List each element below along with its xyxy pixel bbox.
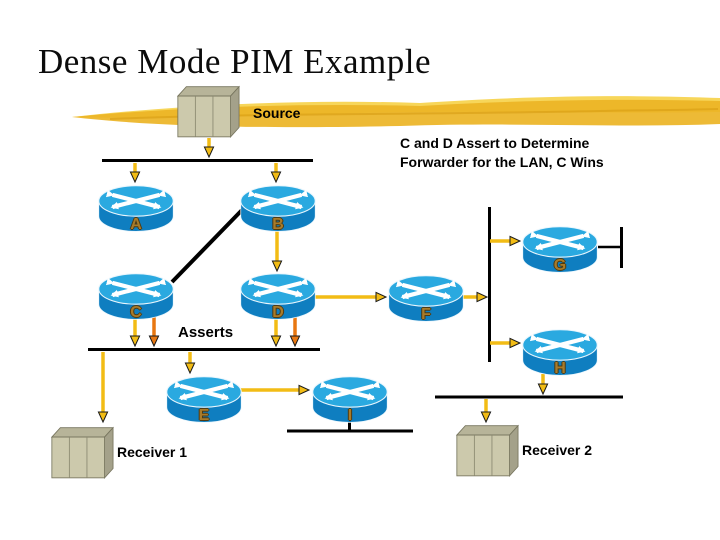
receiver1-host-icon <box>51 427 114 479</box>
arrow-lan-to-a <box>129 163 141 184</box>
arrow-lan-to-b <box>270 163 282 184</box>
router-i-label: I <box>347 407 353 424</box>
arrow-link-to-h <box>490 337 522 349</box>
router-h-label: H <box>554 360 566 377</box>
router-g-label: G <box>553 257 567 274</box>
receiver2-label: Receiver 2 <box>522 442 593 458</box>
arrow-d-to-f <box>313 291 388 303</box>
router-b-label: B <box>272 216 284 233</box>
router-d-label: D <box>272 304 284 321</box>
arrow-b-to-d <box>271 229 283 273</box>
source-label: Source <box>253 105 301 121</box>
annotation-text: C and D Assert to Determine Forwarder fo… <box>400 134 604 172</box>
arrow-lan-to-receiver1 <box>97 352 109 424</box>
link-b-to-c-diagonal <box>170 207 245 284</box>
router-e-label: E <box>198 407 210 424</box>
router-a-label: A <box>130 216 142 233</box>
arrow-source-to-lan <box>203 138 215 159</box>
source-host-icon <box>177 86 240 138</box>
receiver1-label: Receiver 1 <box>117 444 188 460</box>
arrow-h-to-lan <box>537 374 549 396</box>
slide-title: Dense Mode PIM Example <box>38 42 432 81</box>
router-c-label: C <box>130 304 142 321</box>
annotation-line1: C and D Assert to Determine <box>400 135 590 151</box>
arrow-e-to-i <box>238 384 311 396</box>
arrow-lan-to-receiver2 <box>480 399 492 424</box>
arrow-lan-to-e <box>184 352 196 375</box>
arrow-link-to-g <box>490 235 522 247</box>
asserts-label: Asserts <box>178 324 234 341</box>
receiver2-host-icon <box>456 425 519 477</box>
annotation-line2: Forwarder for the LAN, C Wins <box>400 154 604 170</box>
arrow-f-to-link <box>462 291 489 303</box>
router-f-label: F <box>421 306 431 323</box>
